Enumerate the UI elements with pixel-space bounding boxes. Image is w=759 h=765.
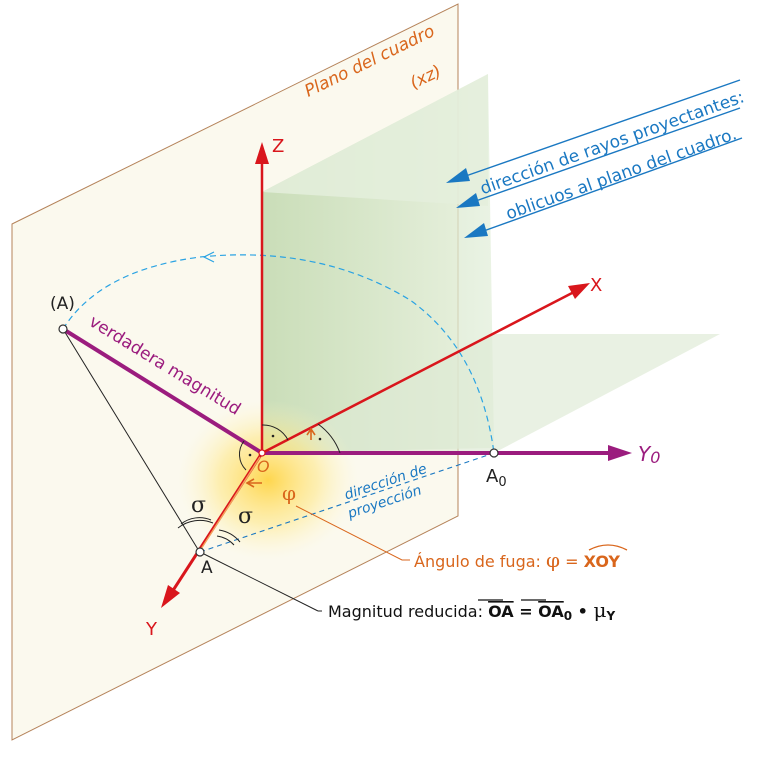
ray-arrow-3 — [477, 137, 743, 234]
ray-arrow-3-head — [464, 223, 488, 238]
vanish-angle-caption: Ángulo de fuga: φ = XOY — [414, 548, 620, 572]
point-a — [195, 547, 205, 557]
true-magnitude-segment — [61, 327, 264, 455]
origin-label: O — [257, 457, 270, 476]
right-angle-mark-z-true — [238, 440, 247, 471]
point-a-label: A — [201, 558, 213, 578]
y-axis-label: Y — [145, 619, 158, 640]
point-a-true-label: (A) — [50, 294, 75, 314]
rotation-arc-arrow — [202, 251, 215, 263]
point-origin — [258, 449, 266, 457]
x-axis — [261, 290, 575, 455]
y-axis-arrow — [161, 585, 180, 608]
y0-axis-arrow — [608, 445, 632, 461]
right-angle-dot-2 — [318, 437, 322, 441]
vanishing-angle-glow — [178, 400, 358, 560]
x-axis-label: X — [590, 275, 602, 296]
z-axis-label: Z — [272, 136, 284, 157]
projecting-line-a-true-to-a — [62, 328, 200, 552]
y0-axis-label: Y0 — [638, 442, 660, 467]
point-a0-label: A0 — [486, 466, 507, 490]
reduced-segment-highlight — [200, 456, 261, 550]
sigma-arc-left-1 — [180, 517, 212, 525]
right-angle-dot-3 — [248, 453, 252, 457]
right-angle-mark-x-y0 — [317, 423, 341, 454]
sigma-label-right: σ — [238, 504, 253, 529]
horizontal-projecting-plane — [262, 334, 720, 453]
upper-projecting-plane — [262, 74, 488, 206]
sigma-arc-right-1 — [216, 535, 235, 546]
phi-label: φ — [282, 481, 296, 505]
xoy-hat — [588, 544, 628, 551]
reduced-magnitude-caption: Magnitud reducida: OA = OA0 • μY — [328, 598, 615, 623]
point-a-true — [58, 324, 68, 334]
point-a0 — [489, 448, 499, 458]
right-angle-dot-1 — [271, 434, 275, 438]
vanish-angle-leader — [295, 505, 410, 561]
rotation-arc — [62, 254, 495, 454]
z-axis-arrow — [255, 142, 269, 164]
sigma-arc-right-2 — [218, 529, 241, 543]
ray-arrow-2-head — [456, 193, 480, 208]
right-angle-mark-xz — [261, 424, 289, 441]
ray-arrow-2 — [469, 107, 741, 204]
ray-arrow-1-head — [446, 168, 470, 183]
ray-arrow-1 — [459, 79, 741, 179]
sigma-arc-left-2 — [177, 519, 214, 529]
leader-line-reduced — [199, 551, 319, 612]
projection-direction-line — [199, 452, 495, 553]
x-axis-arrow — [568, 283, 590, 299]
phi-arc-left-arrow — [245, 478, 262, 488]
phi-arc-up-arrow — [306, 427, 316, 440]
sigma-label-left: σ — [191, 493, 206, 518]
